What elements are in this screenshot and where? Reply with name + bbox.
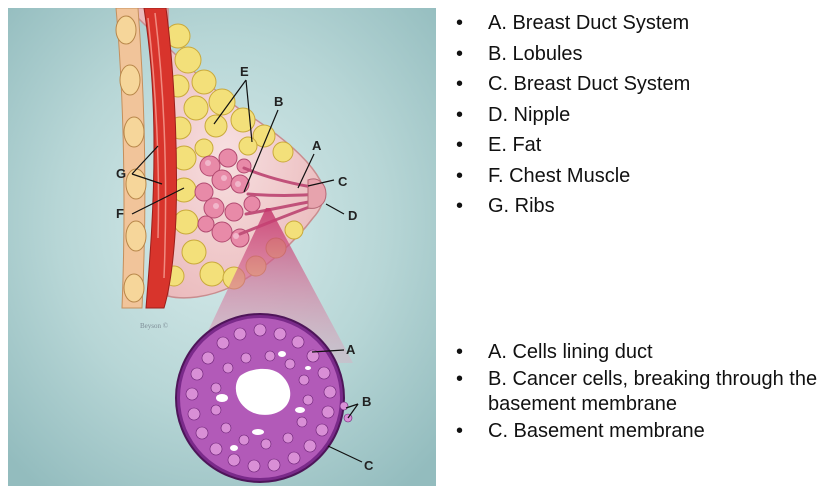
cancer-legend-item: C. Basement membrane (454, 419, 818, 444)
label-b: B (274, 94, 283, 109)
duct-label-c: C (364, 458, 374, 473)
cancer-legend-item: A. Cells lining duct (454, 340, 818, 365)
label-c: C (338, 174, 348, 189)
breast-anatomy-illustration: E B A C D G F A B C Beyson © (8, 8, 436, 486)
label-g: G (116, 166, 126, 181)
cancer-legend-item: B. Cancer cells, breaking through the ba… (454, 367, 818, 417)
anatomy-legend-list: A. Breast Duct System B. Lobules C. Brea… (454, 8, 690, 222)
anatomy-legend-item: G. Ribs (454, 191, 690, 222)
anatomy-legend-item: E. Fat (454, 130, 690, 161)
anatomy-legend-item: A. Breast Duct System (454, 8, 690, 39)
anatomy-legend-item: C. Breast Duct System (454, 69, 690, 100)
anatomy-legend-item: D. Nipple (454, 100, 690, 131)
label-d: D (348, 208, 357, 223)
duct-label-a: A (346, 342, 356, 357)
label-f: F (116, 206, 124, 221)
label-a: A (312, 138, 322, 153)
label-e: E (240, 64, 249, 79)
anatomy-legend-item: B. Lobules (454, 39, 690, 70)
duct-label-b: B (362, 394, 371, 409)
anatomy-legend-item: F. Chest Muscle (454, 161, 690, 192)
illustration-credit: Beyson © (140, 322, 169, 330)
cancer-legend-list: A. Cells lining duct B. Cancer cells, br… (454, 340, 818, 446)
